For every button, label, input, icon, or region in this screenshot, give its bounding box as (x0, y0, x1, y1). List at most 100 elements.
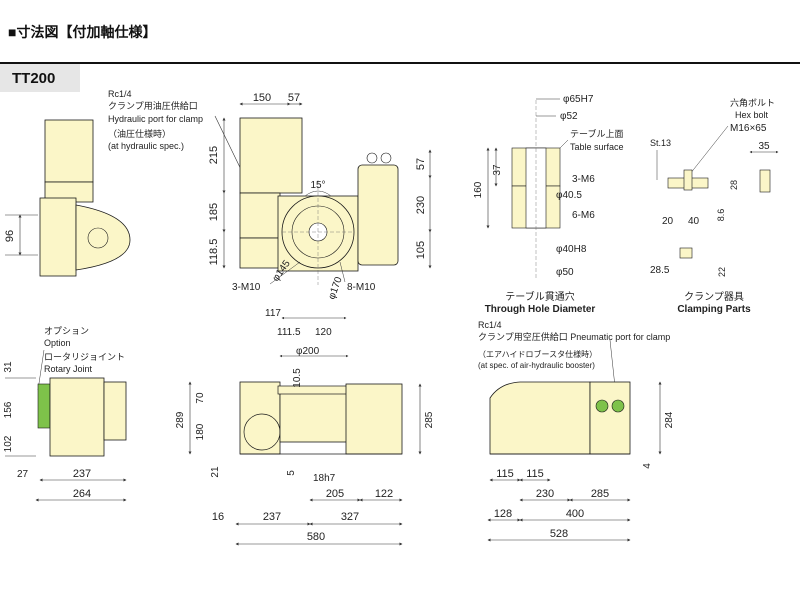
dim-3m10: 3-M10 (232, 282, 261, 293)
dim-285b: 285 (591, 488, 609, 500)
dim-phi50: φ50 (556, 267, 574, 278)
callout-table-surface-en: Table surface (570, 142, 624, 152)
dim-57b: 57 (415, 158, 427, 170)
callout-hyd-jp: クランプ用油圧供給口 (108, 100, 198, 111)
top-view: 150 57 215 185 118.5 57 230 105 15° 3-M1… (208, 92, 432, 301)
dim-phi170: φ170 (326, 275, 344, 301)
dim-8m10: 8-M10 (347, 282, 376, 293)
dim-phi40: φ40H8 (556, 244, 587, 255)
dim-160: 160 (473, 181, 484, 198)
dim-18h7: 18h7 (313, 473, 336, 484)
dim-205: 205 (326, 488, 344, 500)
front-table-body (279, 391, 351, 443)
motor-box (44, 119, 94, 183)
dim-105: 105 (415, 241, 427, 259)
callout-hyd-spec-jp: （油圧仕様時） (108, 128, 171, 139)
dim-8-6: 8.6 (716, 209, 726, 222)
callout-rc-top: Rc1/4 (108, 89, 132, 99)
dim-37: 37 (492, 164, 503, 176)
dim-70: 70 (195, 392, 206, 404)
dim-150: 150 (253, 92, 271, 104)
dim-264: 264 (73, 488, 91, 500)
through-hole-detail: φ65H7 φ52 37 160 テーブル上面 Table surface 3-… (473, 94, 624, 315)
dim-237b: 237 (263, 511, 281, 523)
dim-5: 5 (286, 470, 297, 476)
dim-230b: 230 (536, 488, 554, 500)
dim-115b: 115 (526, 468, 544, 480)
callout-hyd-spec-en: (at hydraulic spec.) (108, 141, 184, 151)
front-table-top (277, 385, 349, 395)
dim-215: 215 (208, 146, 220, 164)
front-motor-box (239, 381, 281, 455)
callout-air-jp: （エアハイドロブースタ仕様時） (478, 349, 597, 359)
port-fitting-2 (611, 399, 625, 413)
dim-111-5: 111.5 (277, 327, 301, 338)
dim-22: 22 (717, 267, 727, 277)
callout-hex-size: M16×65 (730, 123, 767, 134)
dim-4: 4 (642, 463, 653, 469)
dim-400: 400 (566, 508, 584, 520)
callout-hex-en: Hex bolt (735, 110, 769, 120)
motor-housing (239, 117, 303, 194)
dim-40: 40 (688, 216, 700, 227)
rear-cylinder (589, 381, 631, 455)
clamp-cylinder (357, 164, 399, 266)
dim-230: 230 (415, 196, 427, 214)
dim-156: 156 (3, 401, 14, 418)
dim-15deg: 15° (310, 180, 325, 191)
dim-237a: 237 (73, 468, 91, 480)
callout-rc-bottom: Rc1/4 (478, 320, 502, 330)
page-header: ■寸法図【付加軸仕様】 (8, 24, 157, 40)
dim-122: 122 (375, 488, 393, 500)
callout-hex-jp: 六角ボルト (730, 97, 775, 108)
dim-phi65: φ65H7 (563, 94, 594, 105)
rotary-joint (37, 383, 51, 429)
callout-option-en: Option (44, 338, 71, 348)
dim-6m6: 6-M6 (572, 210, 595, 221)
model-band: TT200 (0, 62, 800, 94)
title-clamp-en: Clamping Parts (677, 304, 751, 315)
dim-284: 284 (664, 411, 675, 428)
model-label: TT200 (12, 70, 56, 87)
side-view-left-top: 96 Rc1/4 クランプ用油圧供給口 Hydraulic port for c… (4, 89, 251, 277)
dim-31: 31 (3, 361, 14, 373)
dim-180: 180 (195, 423, 206, 440)
callout-option-jp: オプション (44, 326, 89, 336)
callout-air-en: (at spec. of air-hydraulic booster) (478, 361, 595, 370)
dim-phi52: φ52 (560, 111, 578, 122)
port-fitting-1 (595, 399, 609, 413)
dim-102: 102 (3, 435, 14, 452)
callout-rotary-jp: ロータリジョイント (44, 352, 125, 362)
dim-20: 20 (662, 216, 674, 227)
dim-128: 128 (494, 508, 512, 520)
dim-528: 528 (550, 528, 568, 540)
base-block (39, 197, 77, 277)
callout-pneu: クランプ用空圧供給口 Pneumatic port for clamp (478, 331, 670, 342)
dim-117: 117 (265, 308, 281, 319)
callout-hyd-en: Hydraulic port for clamp (108, 114, 203, 124)
callout-table-surface-jp: テーブル上面 (570, 128, 623, 139)
dim-118-5: 118.5 (208, 239, 220, 266)
dim-phi40-5: φ40.5 (556, 190, 582, 201)
callout-rotary-en: Rotary Joint (44, 364, 93, 374)
dim-580: 580 (307, 531, 325, 543)
dim-21: 21 (210, 466, 221, 478)
dim-28-5: 28.5 (650, 265, 670, 276)
title-clamp-jp: クランプ器具 (684, 291, 744, 303)
dim-285: 285 (424, 411, 435, 428)
rotary-table-partial (75, 204, 131, 271)
dim-16: 16 (212, 511, 224, 523)
dim-phi200: φ200 (296, 346, 320, 357)
dim-35: 35 (758, 141, 770, 152)
rear-view: Rc1/4 クランプ用空圧供給口 Pneumatic port for clam… (478, 320, 675, 542)
dim-57a: 57 (288, 92, 300, 104)
dim-28: 28 (729, 180, 739, 190)
title-through-en: Through Hole Diameter (485, 304, 596, 315)
front-view: 117 111.5 120 φ200 10.5 289 70 180 21 28… (175, 308, 435, 546)
dim-289: 289 (175, 411, 186, 428)
dim-3m6: 3-M6 (572, 174, 595, 185)
dim-27: 27 (17, 469, 29, 480)
model-tab (0, 64, 80, 92)
